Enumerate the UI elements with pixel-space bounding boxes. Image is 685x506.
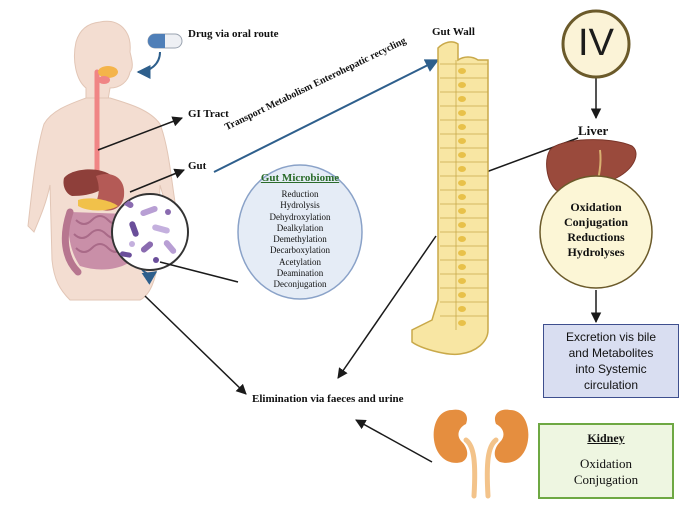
excretion-box: Excretion vis bile and Metabolites into … (543, 324, 679, 398)
pill-icon (136, 33, 183, 79)
gut-wall-nucleus (458, 320, 466, 326)
gut-wall-nucleus (458, 278, 466, 284)
gut-arrow (129, 168, 185, 193)
gut-wall-nucleus (458, 82, 466, 88)
gut-wall-nucleus (458, 152, 466, 158)
gut-wall-nucleus (458, 194, 466, 200)
excretion-line: Excretion vis bile (565, 330, 657, 344)
microbiome-item: Deamination (276, 268, 324, 279)
excretion-line: into Systemic (575, 362, 647, 376)
liver-label: Liver (578, 123, 609, 138)
microbiome-item: Acetylation (279, 256, 321, 267)
liver-process-list: Oxidation Conjugation Reductions Hydroly… (546, 200, 646, 260)
microbiome-title: Gut Microbiome (260, 172, 340, 184)
drug-route-label: Drug via oral route (188, 28, 279, 40)
microbiome-item: Dealkylation (276, 222, 324, 233)
gut-wall-nucleus (458, 110, 466, 116)
liver-process-item: Hydrolyses (567, 245, 625, 259)
microbiome-item: Demethylation (273, 234, 327, 245)
microbiome-item: Deconjugation (273, 279, 327, 290)
microbiome-ellipse (237, 164, 363, 300)
kidney-box: Kidney Oxidation Conjugation (538, 423, 674, 499)
gut-wall-illustration (411, 41, 489, 356)
iv-label: IV (578, 22, 614, 64)
gut-wall-nucleus (458, 264, 466, 270)
microbiome-item: Hydrolysis (280, 200, 320, 211)
kidney-icon (433, 409, 529, 499)
gut-label: Gut (188, 160, 207, 172)
excretion-line: and Metabolites (568, 346, 654, 360)
gut-wall-nucleus (458, 124, 466, 130)
gut-wall-nucleus (458, 306, 466, 312)
liver-process-circle (539, 175, 653, 289)
microbiota-magnifier (111, 193, 189, 271)
gut-wall-nucleus (458, 68, 466, 74)
gut-wall-nucleus (458, 236, 466, 242)
gut-wall-nucleus (458, 96, 466, 102)
microbiome-link-line (159, 261, 239, 283)
liver-process-item: Conjugation (563, 215, 628, 229)
microbiome-list: Reduction Hydrolysis Dehydroxylation Dea… (244, 189, 356, 291)
gut-wall-nucleus (458, 180, 466, 186)
body-elimination-arrow (144, 295, 247, 395)
gi-tract-arrow (97, 116, 183, 151)
excretion-line: circulation (583, 378, 639, 392)
liver-process-item: Reductions (567, 230, 625, 244)
microbiome-item: Dehydroxylation (269, 211, 331, 222)
kidney-item: Conjugation (573, 472, 639, 487)
gi-tract-label: GI Tract (188, 108, 229, 120)
microbiome-panel: Gut Microbiome Reduction Hydrolysis Dehy… (244, 172, 356, 291)
elimination-label: Elimination via faeces and urine (252, 393, 404, 405)
gut-wall-nucleus (458, 138, 466, 144)
gut-wall-nucleus (458, 292, 466, 298)
gutwall-elimination-arrow (337, 235, 437, 379)
kidney-item: Oxidation (580, 456, 632, 471)
gut-wall-nucleus (458, 208, 466, 214)
transport-arrow (213, 59, 440, 173)
gut-wall-nucleus (458, 250, 466, 256)
kidney-list: Oxidation Conjugation (540, 456, 672, 488)
gut-wall-nucleus (458, 222, 466, 228)
gut-wall-nucleus (458, 166, 466, 172)
liver-process-item: Oxidation (570, 200, 622, 214)
microbiome-item: Reduction (281, 189, 319, 199)
microbiome-item: Decarboxylation (270, 245, 330, 256)
gut-wall-label: Gut Wall (432, 26, 475, 38)
iv-circle (561, 9, 631, 79)
kidney-title: Kidney (587, 431, 625, 445)
kidney-elimination-arrow (355, 419, 433, 463)
